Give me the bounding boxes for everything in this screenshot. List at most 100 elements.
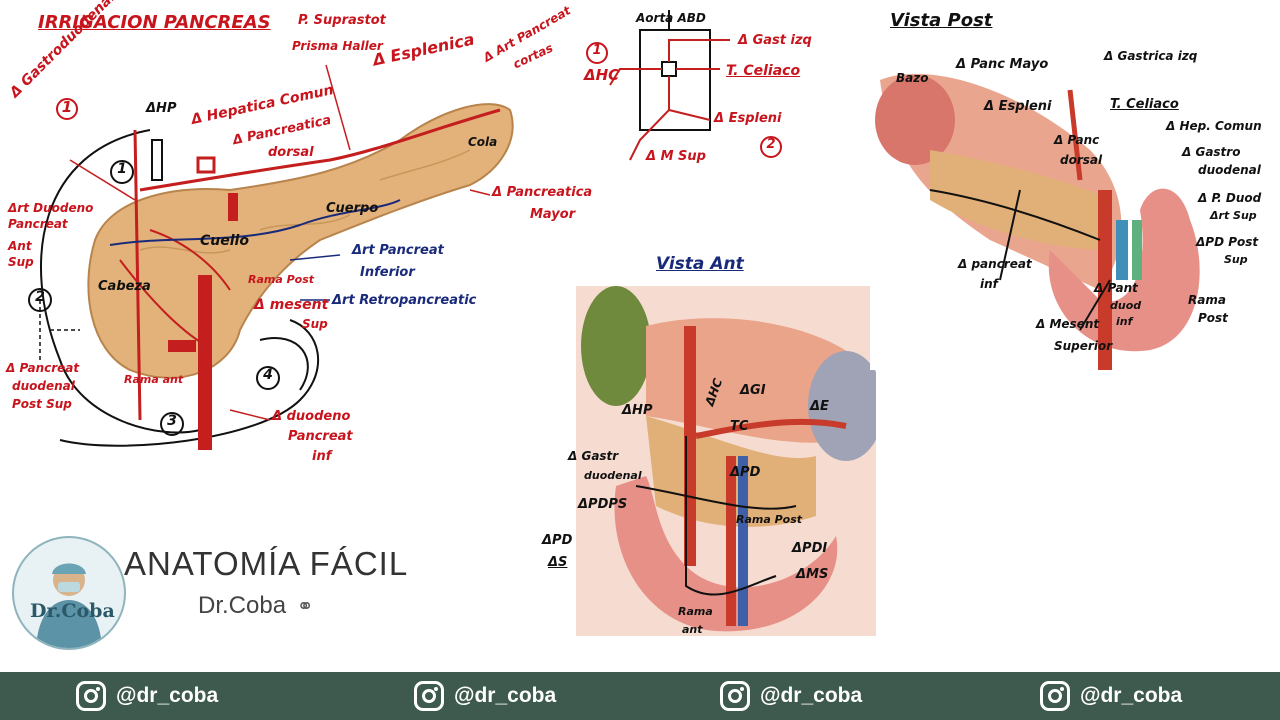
label-pancreat2: Pancreat — [288, 429, 353, 444]
posterior-illustration — [870, 50, 1230, 370]
label-art-pancreat-inferior: Δrt Pancreat — [352, 243, 444, 258]
label-pancreat-duodenal: Δ Pancreat — [6, 361, 80, 375]
label-duodenal-ant: duodenal — [584, 469, 642, 482]
label-t-celiaco-post: T. Celiaco — [1110, 97, 1179, 112]
label-dorsal: dorsal — [268, 145, 314, 160]
label-cuello: Cuello — [200, 233, 249, 249]
posterior-view-title: Vista Post — [890, 10, 993, 31]
anterior-view-title: Vista Ant — [656, 254, 744, 274]
label-ant-ant: ant — [682, 623, 703, 636]
label-rama-post: Rama Post — [248, 273, 315, 286]
label-post-post: Post — [1198, 311, 1228, 325]
label-circle-n3: 3 — [160, 412, 184, 436]
label-rama-ant: Rama ant — [124, 373, 184, 386]
label-superior-post: Superior — [1054, 339, 1113, 353]
social-handle-2[interactable]: @dr_coba — [414, 678, 556, 714]
stethoscope-icon: ⚭ — [296, 596, 314, 618]
label-circle-celiac-2: 2 — [760, 136, 782, 158]
brand-subtitle: Dr.Coba ⚭ — [198, 592, 313, 620]
label-gastrica-izq-celiac: Δ Gast izq — [738, 33, 812, 48]
label-duodeno-pancreat: Δ duodeno — [272, 409, 351, 424]
social-handle-text: @dr_coba — [116, 684, 219, 707]
anterior-view: Vista Ant ΔHP ΔHC ΔGI ΔE TC Δ Gastr duod… — [540, 250, 876, 650]
brand-logo: Dr.Coba — [12, 536, 126, 650]
label-as-ant: ΔS — [548, 555, 568, 570]
label-pd-post-sup: ΔPD Post — [1196, 235, 1259, 249]
logo-text: Dr.Coba — [30, 600, 115, 622]
label-apd-ant: ΔPD — [730, 465, 761, 480]
left-pancreas-diagram: IRRIGACION PANCREAS P. Suprastot Prisma … — [0, 0, 600, 470]
label-ant: Ant — [8, 239, 32, 253]
label-pancreat-inf-post: Δ pancreat — [958, 257, 1032, 271]
brand-title: ANATOMÍA FÁCIL — [124, 545, 409, 582]
label-mesent-post: Δ Mesent — [1036, 317, 1100, 331]
label-bazo: Bazo — [896, 71, 929, 85]
doctor-avatar-icon — [36, 563, 102, 648]
label-cuerpo: Cuerpo — [326, 201, 379, 216]
social-handle-text: @dr_coba — [760, 684, 863, 707]
label-sup-post: Sup — [1224, 253, 1248, 266]
label-ahc-celiac: ΔHC — [584, 66, 620, 84]
label-sup2: Sup — [302, 317, 328, 331]
social-handle-3[interactable]: @dr_coba — [720, 678, 862, 714]
instagram-icon — [1040, 681, 1070, 711]
label-hep-comun-post: Δ Hep. Comun — [1166, 119, 1262, 133]
label-art-sup-post: Δrt Sup — [1210, 209, 1257, 222]
instagram-icon — [76, 681, 106, 711]
label-inferior: Inferior — [360, 265, 415, 280]
label-cola: Cola — [468, 135, 498, 149]
label-p-duod-post: Δ P. Duod — [1198, 191, 1262, 205]
label-inf: inf — [312, 449, 332, 464]
label-ahp-ant: ΔHP — [622, 403, 653, 418]
label-dorsal-post: dorsal — [1060, 153, 1103, 167]
label-rama-ant-ant: Rama — [678, 605, 713, 618]
footer-bar — [0, 672, 1280, 720]
label-m-sup: Δ M Sup — [646, 149, 706, 164]
label-ae-ant: ΔE — [810, 399, 829, 414]
celiac-schematic — [609, 10, 730, 161]
label-apdps-ant: ΔPDPS — [578, 497, 628, 512]
label-pant-duod-post: Δ Pant — [1094, 281, 1138, 295]
social-handle-text: @dr_coba — [454, 684, 557, 707]
label-aorta-abd: Aorta ABD — [636, 11, 706, 25]
label-duodenal: duodenal — [12, 379, 75, 393]
label-inf2-post: inf — [1116, 315, 1133, 328]
label-duod-post: duod — [1110, 299, 1142, 312]
label-ahp: ΔHP — [146, 101, 177, 116]
label-art-duodeno: Δrt Duodeno — [8, 201, 94, 215]
posterior-view: Vista Post Δ Gastrica izq Δ Panc Mayo Ba… — [860, 0, 1280, 380]
label-inf-post: inf — [980, 277, 998, 291]
label-duodenal-post: duodenal — [1198, 163, 1261, 177]
social-handle-text: @dr_coba — [1080, 684, 1183, 707]
instagram-icon — [414, 681, 444, 711]
brand-subtitle-text: Dr.Coba — [198, 592, 287, 619]
celiac-trunk-diagram: Aorta ABD Δ Gast izq 1 ΔHC T. Celiaco Δ … — [580, 0, 830, 185]
label-mesent-sup: Δ mesent — [254, 297, 329, 313]
social-handle-1[interactable]: @dr_coba — [76, 678, 218, 714]
label-agi-ant: ΔGI — [740, 383, 766, 398]
label-p-suprastot: P. Suprastot — [298, 13, 386, 28]
label-art-retropancreatic: Δrt Retropancreatic — [332, 293, 477, 308]
pancreas-illustration — [39, 64, 514, 450]
label-gastro-post: Δ Gastro — [1182, 145, 1241, 159]
label-gastrica-izq-post: Δ Gastrica izq — [1104, 49, 1198, 63]
label-ams-ant: ΔMS — [796, 567, 829, 582]
label-post-sup: Post Sup — [12, 397, 72, 411]
label-prisma-haller: Prisma Haller — [292, 39, 383, 53]
anterior-illustration — [576, 286, 876, 636]
label-tc-ant: TC — [730, 419, 749, 434]
social-handle-4[interactable]: @dr_coba — [1040, 678, 1182, 714]
anterior-anatomy-image — [576, 286, 876, 636]
left-title: IRRIGACION PANCREAS — [38, 12, 271, 33]
label-apdi-ant: ΔPDI — [792, 541, 828, 556]
posterior-anatomy-image — [870, 50, 1230, 370]
label-panc-mayor: Δ Panc Mayo — [956, 57, 1049, 72]
label-pancreat: Pancreat — [8, 217, 68, 231]
label-gastroduodenal-ant: Δ Gastr — [568, 449, 619, 463]
label-circle-n2: 2 — [28, 288, 52, 312]
label-circle-celiac-1: 1 — [586, 42, 608, 64]
label-cabeza: Cabeza — [98, 279, 151, 294]
label-rama-post-post: Rama — [1188, 293, 1226, 307]
label-rama-post-ant: Rama Post — [736, 513, 803, 526]
label-esplenica-post: Δ Espleni — [984, 99, 1052, 114]
